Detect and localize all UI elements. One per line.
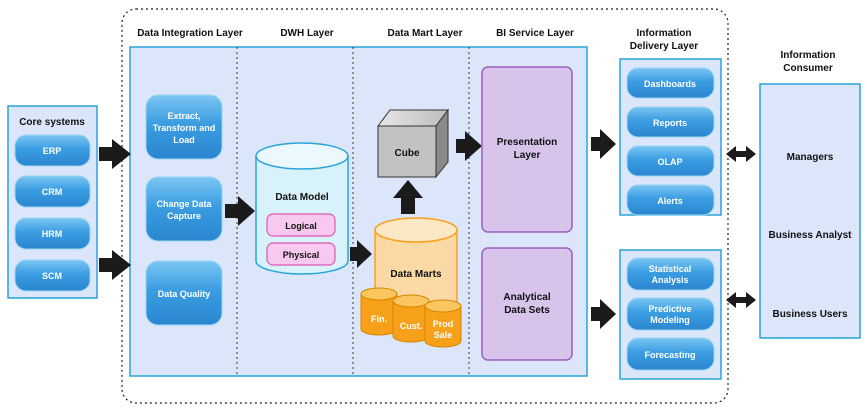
delivery-bottom-panel: Statistical Analysis Predictive Modeling… xyxy=(619,249,722,380)
consumer-users: Business Users xyxy=(772,309,847,320)
outer-boundary xyxy=(121,8,729,404)
consumer-analyst: Business Analyst xyxy=(769,230,853,241)
alerts-item[interactable]: Alerts xyxy=(626,184,715,216)
presentation-layer-box[interactable]: Presentation Layer xyxy=(481,66,573,233)
mart-fin-label: Fin. xyxy=(371,314,387,324)
logical-label: Logical xyxy=(285,221,317,231)
header-dwh: DWH Layer xyxy=(280,28,333,39)
double-arrow-bottom xyxy=(726,292,756,308)
core-item-erp[interactable]: ERP xyxy=(14,134,91,167)
predictive-label-line1: Predictive xyxy=(648,304,691,314)
mart-prod-cylinder[interactable]: Prod Sale xyxy=(424,299,462,348)
core-item-hrm-label: HRM xyxy=(42,229,63,239)
arrow-integration-to-dwh xyxy=(225,196,255,226)
arrow-core-to-quality xyxy=(99,250,131,280)
analytical-label-line2: Data Sets xyxy=(504,305,550,316)
predictive-modeling-item[interactable]: Predictive Modeling xyxy=(626,297,715,331)
physical-model[interactable]: Physical xyxy=(266,242,336,266)
etl-label-line2: Transform and xyxy=(153,123,216,133)
mart-prod-label-line2: Sale xyxy=(434,330,453,340)
reports-label: Reports xyxy=(653,118,687,128)
arrow-cube-to-presentation xyxy=(456,131,482,161)
header-consumer-line2: Consumer xyxy=(783,63,833,74)
dashboards-label: Dashboards xyxy=(644,79,696,89)
data-marts-title: Data Marts xyxy=(390,269,442,280)
presentation-label-line1: Presentation xyxy=(497,137,558,148)
header-integration: Data Integration Layer xyxy=(137,28,243,39)
alerts-label: Alerts xyxy=(657,196,683,206)
delivery-top-panel: Dashboards Reports OLAP Alerts xyxy=(619,58,722,216)
mart-cust-cylinder[interactable]: Cust. xyxy=(392,294,430,343)
quality-label: Data Quality xyxy=(158,289,211,299)
logical-model[interactable]: Logical xyxy=(266,213,336,237)
header-bi: BI Service Layer xyxy=(496,28,574,39)
arrow-marts-to-cube xyxy=(393,180,423,214)
arrow-presentation-to-delivery xyxy=(591,129,616,159)
core-item-erp-label: ERP xyxy=(43,146,62,156)
statistical-label-line1: Statistical xyxy=(649,264,692,274)
core-item-hrm[interactable]: HRM xyxy=(14,217,91,250)
predictive-label-line2: Modeling xyxy=(650,315,690,325)
cube-icon[interactable]: Cube xyxy=(377,108,449,179)
arrow-dwh-to-marts xyxy=(350,240,372,268)
header-mart: Data Mart Layer xyxy=(387,28,462,39)
etl-label-line1: Extract, xyxy=(167,111,200,121)
statistical-analysis-item[interactable]: Statistical Analysis xyxy=(626,257,715,291)
header-delivery-line2: Delivery Layer xyxy=(630,41,698,52)
consumer-panel: Managers Business Analyst Business Users xyxy=(759,83,861,339)
forecasting-item[interactable]: Forecasting xyxy=(626,337,715,371)
physical-label: Physical xyxy=(283,250,320,260)
core-systems-title: Core systems xyxy=(19,117,85,128)
cube-label: Cube xyxy=(395,148,420,159)
capture-label-line2: Capture xyxy=(167,211,201,221)
etl-box[interactable]: Extract, Transform and Load xyxy=(145,94,223,160)
statistical-label-line2: Analysis xyxy=(651,275,688,285)
olap-item[interactable]: OLAP xyxy=(626,145,715,177)
double-arrow-top xyxy=(726,146,756,162)
analytical-label-line1: Analytical xyxy=(503,292,550,303)
arrow-core-to-etl xyxy=(99,139,131,169)
mart-prod-label-line1: Prod xyxy=(433,319,454,329)
olap-label: OLAP xyxy=(657,157,682,167)
arrow-analytical-to-delivery xyxy=(591,299,616,329)
forecasting-label: Forecasting xyxy=(644,350,695,360)
core-systems-panel: Core systems ERP CRM HRM SCM xyxy=(7,105,98,299)
change-data-capture-box[interactable]: Change Data Capture xyxy=(145,176,223,242)
core-item-crm-label: CRM xyxy=(42,187,63,197)
mart-fin-cylinder[interactable]: Fin. xyxy=(360,287,398,336)
reports-item[interactable]: Reports xyxy=(626,106,715,138)
capture-label-line1: Change Data xyxy=(156,199,212,209)
header-consumer-line1: Information xyxy=(781,50,836,61)
data-model-title: Data Model xyxy=(275,192,329,203)
consumer-managers: Managers xyxy=(787,152,834,163)
core-item-scm[interactable]: SCM xyxy=(14,259,91,292)
data-model-cylinder[interactable]: Data Model Logical Physical xyxy=(255,142,349,275)
etl-label-line3: Load xyxy=(173,135,195,145)
core-item-crm[interactable]: CRM xyxy=(14,175,91,208)
core-item-scm-label: SCM xyxy=(42,271,62,281)
header-delivery-line1: Information xyxy=(637,28,692,39)
presentation-label-line2: Layer xyxy=(514,150,541,161)
analytical-data-sets-box[interactable]: Analytical Data Sets xyxy=(481,247,573,361)
dashboards-item[interactable]: Dashboards xyxy=(626,67,715,99)
data-quality-box[interactable]: Data Quality xyxy=(145,260,223,326)
mart-cust-label: Cust. xyxy=(400,321,423,331)
